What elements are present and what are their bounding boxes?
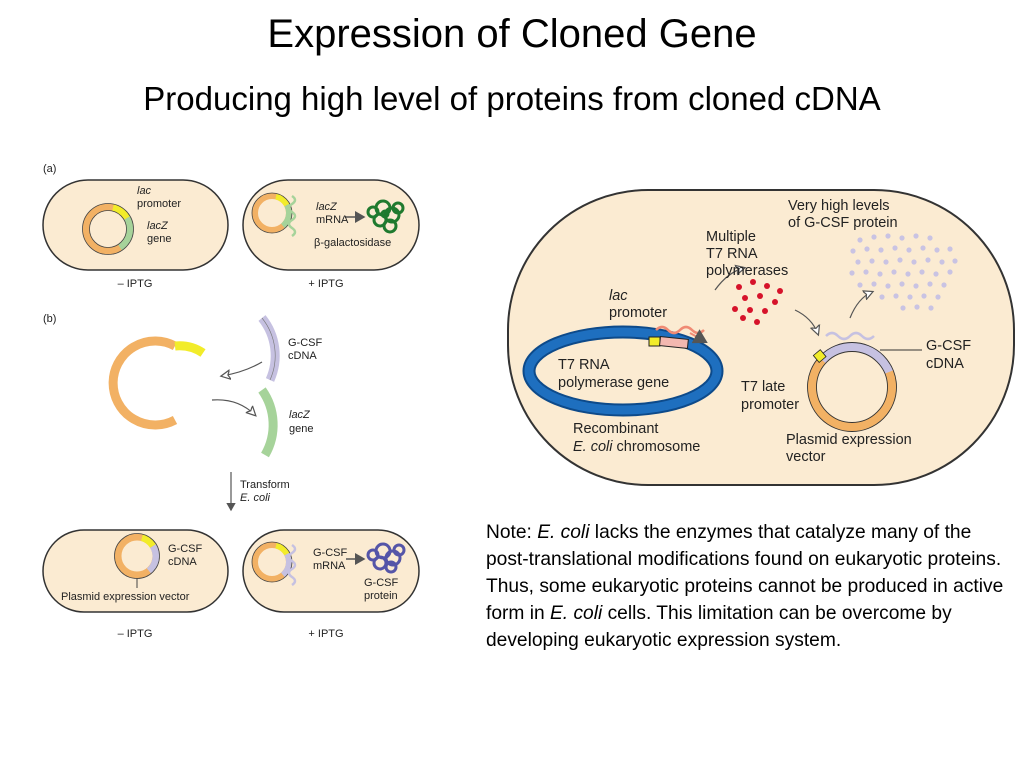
mrna-wave-icon [287,194,297,238]
gcsf-protein-icon [366,542,406,574]
curved-arrow-icon [794,309,818,334]
note-part2: cells. This limitation can be overcome b… [486,603,952,651]
gcsf-mrna-wave-icon [825,331,875,341]
curved-arrow-icon [211,399,255,415]
lac-label: lac [137,185,152,197]
gene-label: gene [289,423,313,435]
lac-label: lac [609,288,628,304]
gcsf-protein-label: G-CSF [364,577,399,589]
note-ecoli: E. coli [537,522,590,543]
gcsf-cdna-segment [818,342,894,374]
lacz-gene-fragment [258,387,278,458]
gcsf-mrna-label: G-CSF [313,547,348,559]
gcsf-segment [280,552,292,578]
promoter-label: promoter [137,198,181,210]
lacz-label: lacZ [147,220,169,232]
figure-a-right-cell: lacZ mRNA β-galactosidase + IPTG [242,179,420,290]
lacz-segment [280,203,292,229]
curved-arrow-icon [714,268,744,291]
mrna-label: mRNA [313,560,346,572]
t7-late-promoter-label: promoter [741,397,799,413]
beta-galactosidase-label: β-galactosidase [314,237,391,249]
lacz-label: lacZ [289,409,311,421]
note-part1: lacks the enzymes that catalyze many of … [486,522,1004,624]
note-paragraph: Note: E. coli lacks the enzymes that cat… [486,519,1016,654]
vector-label: vector [786,449,826,465]
figure-b-label: (b) [43,313,56,325]
transform-label: Transform [240,479,290,491]
gcsf-protein-levels-label: of G-CSF protein [788,215,898,231]
gcsf-label: G-CSF [926,338,971,354]
lac-promoter-segment [275,542,290,556]
polymerases-label: polymerases [706,263,788,279]
very-high-levels-label: Very high levels [788,198,890,214]
note-ecoli-2: E. coli [549,603,603,624]
t7-rna-label: T7 RNA [706,246,758,262]
caption-minus-iptg: – IPTG [118,278,153,290]
mrna-label: mRNA [316,214,349,226]
gcsf-cdna-outline [261,317,276,381]
chromosome-text: chromosome [613,439,701,455]
t7-late-label: T7 late [741,379,785,395]
ecoli-label: E. coli [240,492,271,504]
beta-galactosidase-protein-icon [366,199,405,234]
caption-plus-iptg: + IPTG [308,278,343,290]
t7-gene-segment [659,336,689,349]
chromosome-ring [524,327,722,415]
figure-b: (b) G-CSF cDNA lacZ gene Transform E. co… [42,313,420,640]
polymerase-gene-label: polymerase gene [558,375,669,391]
figure-a: (a) lac promoter lacZ gene – IPTG [42,163,420,290]
cell-body [42,529,229,613]
lac-promoter-segment [648,336,661,347]
plasmid-outline-inner [816,351,888,423]
lacz-gene-segment [117,216,134,251]
cdna-label: cDNA [288,350,317,362]
promoter-label: promoter [609,305,667,321]
ecoli-chromosome-label: E. coli chromosome [573,439,700,455]
figure-a-label: (a) [43,163,56,175]
gcsf-label: G-CSF [288,337,323,349]
plasmid-expression-label: Plasmid expression [786,432,912,448]
caption-plus-iptg: + IPTG [308,628,343,640]
figure-b-right-cell: G-CSF mRNA G-CSF protein + IPTG [242,529,420,640]
cell-body [42,179,229,271]
lacz-mrna-label: lacZ [316,201,338,213]
curved-arrow-icon [849,292,872,319]
gcsf-cdna-segment [146,544,160,574]
recombinant-label: Recombinant [573,421,658,437]
lac-promoter-segment [275,193,290,207]
multiple-label: Multiple [706,229,756,245]
note-prefix: Note: [486,522,538,543]
gcsf-protein-dots [849,233,958,311]
t7-late-promoter-segment [812,349,827,363]
open-plasmid-vector [108,336,178,430]
figure-b-left-cell: G-CSF cDNA Plasmid expression vector – I… [42,529,229,640]
plasmid-outline [807,342,897,432]
ecoli-italic: E. coli [573,439,613,455]
t7-expression-figure: Very high levels of G-CSF protein Multip… [507,189,1015,486]
t7-rna-polymerase-dots [732,279,783,325]
caption-minus-iptg: – IPTG [118,628,153,640]
slide-title: Expression of Cloned Gene [267,12,757,56]
cdna-label: cDNA [926,356,964,372]
open-plasmid-lac-promoter [174,341,206,357]
plasmid-outline-inner [89,210,127,248]
lac-promoter-segment [140,534,157,549]
gene-label: gene [147,233,171,245]
t7-rna-gene-label: T7 RNA [558,357,610,373]
cdna-label: cDNA [168,556,197,568]
mrna-wave-icon [287,543,297,587]
plasmid-outline [82,203,134,255]
slide-subtitle: Producing high level of proteins from cl… [143,80,881,117]
figure-a-left-cell: lac promoter lacZ gene – IPTG [42,179,229,290]
pink-arrow-icon [689,329,708,344]
lac-promoter-segment [111,204,131,220]
gcsf-label: G-CSF [168,543,203,555]
protein-label: protein [364,590,398,602]
curved-arrow-icon [222,361,263,376]
plasmid-expression-vector-label: Plasmid expression vector [61,591,190,603]
